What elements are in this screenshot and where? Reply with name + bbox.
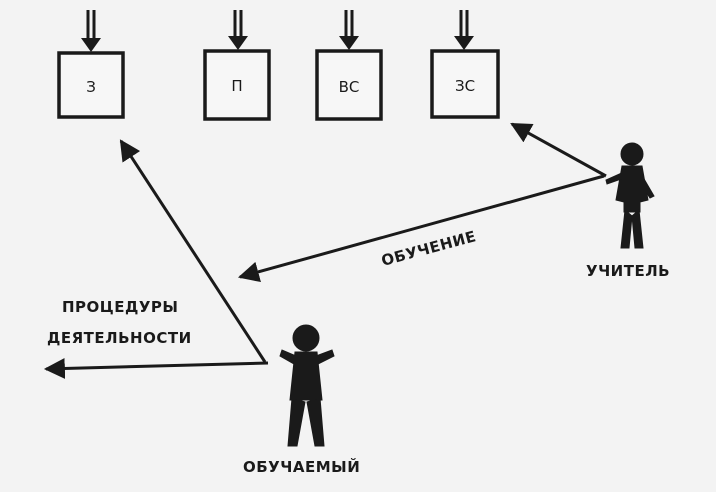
box-vs: ВС — [315, 49, 383, 121]
procedures-label-line1: ПРОЦЕДУРЫ — [62, 298, 178, 316]
teaching-arrow — [237, 174, 605, 283]
box-z: З — [57, 51, 125, 119]
procedures-arrow — [43, 357, 269, 379]
learner-label: ОБУЧАЕМЫЙ — [243, 457, 360, 476]
input-arrow-3 — [339, 10, 359, 50]
box-z-label: З — [86, 78, 96, 96]
box-p-label: П — [231, 77, 242, 95]
input-arrow-2 — [228, 10, 248, 50]
procedures-label-line2: ДЕЯТЕЛЬНОСТИ — [47, 329, 192, 347]
box-zs: ЗС — [430, 49, 500, 119]
input-arrow-4 — [454, 10, 474, 50]
teacher-figure — [605, 142, 655, 249]
teacher-to-zs-arrow — [510, 122, 607, 178]
box-vs-label: ВС — [339, 78, 360, 96]
box-zs-label: ЗС — [455, 77, 475, 95]
learner-figure — [279, 324, 335, 447]
teacher-label: УЧИТЕЛЬ — [586, 262, 670, 280]
box-p: П — [203, 49, 271, 121]
input-arrow-1 — [81, 10, 101, 52]
learner-to-z-arrow — [119, 139, 267, 363]
